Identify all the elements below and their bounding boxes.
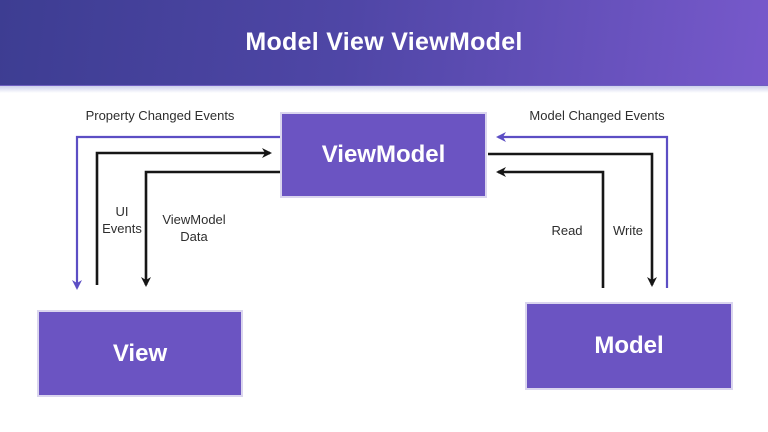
- page-title: Model View ViewModel: [245, 28, 523, 56]
- label-property-changed-events: Property Changed Events: [85, 108, 235, 123]
- label-write: Write: [612, 223, 644, 238]
- header-divider: [0, 86, 768, 93]
- node-viewmodel: ViewModel: [280, 112, 487, 198]
- node-view: View: [37, 310, 243, 397]
- node-viewmodel-label: ViewModel: [321, 141, 446, 168]
- node-model: Model: [525, 302, 733, 390]
- arrow-model-changed-events: [496, 132, 669, 288]
- label-model-changed-events: Model Changed Events: [529, 108, 665, 123]
- label-ui-events: UI Events: [102, 204, 142, 236]
- label-read: Read: [551, 223, 583, 238]
- label-viewmodel-data: ViewModel Data: [162, 212, 226, 244]
- node-model-label: Model: [594, 332, 664, 359]
- header-banner: Model View ViewModel: [0, 0, 768, 86]
- node-view-label: View: [112, 339, 168, 367]
- arrow-write: [488, 152, 657, 287]
